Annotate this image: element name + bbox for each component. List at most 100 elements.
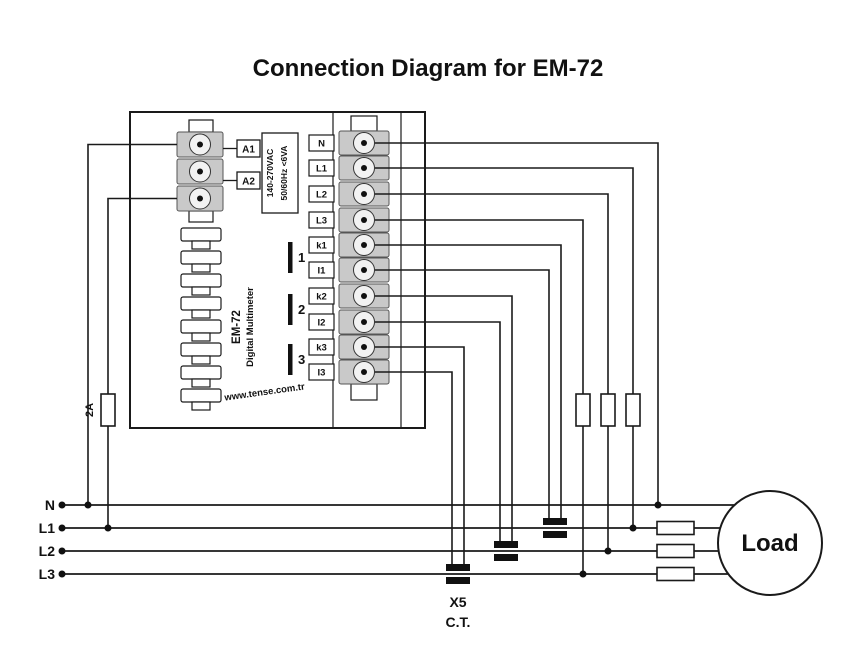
supply-terminal-block [176, 131, 224, 212]
ct-input-marks: 1 2 3 [288, 242, 305, 375]
junction-dot [604, 547, 612, 555]
a2-box [236, 171, 261, 190]
current-transformers [446, 518, 567, 584]
ct-l2-bar [494, 554, 518, 561]
aux-supply-labels: A1 A2 [223, 139, 261, 190]
terminal-label-l3: L3 [316, 216, 327, 227]
phase-label-l2: L2 [39, 543, 56, 559]
relay-terminal-stack [180, 227, 222, 411]
wire-k1 [375, 244, 562, 522]
tab [188, 119, 214, 133]
terminal-screw-dot [361, 217, 367, 223]
wire-supply-neutral [87, 143, 177, 505]
ct-l1-bar [543, 518, 567, 525]
relay-terminal [180, 388, 222, 403]
terminal-label-k1: k1 [316, 241, 327, 252]
phase-labels: N L1 L2 L3 [39, 497, 56, 582]
wire-n [375, 142, 659, 505]
relay-terminal [180, 250, 222, 265]
terminal-screw-dot [197, 195, 203, 202]
terminal-label-l2: L2 [316, 190, 327, 201]
spec-box [261, 132, 299, 214]
terminal-label-i2: I2 [318, 318, 326, 329]
ct-label: C.T. [446, 614, 471, 630]
terminal-label-k2: k2 [316, 292, 327, 303]
terminal-screw-dot [197, 168, 203, 175]
measuring-terminal-block [338, 130, 390, 385]
label-box [308, 236, 335, 254]
device-model-label: EM-72 [231, 310, 243, 344]
terminal-screw-dot [361, 267, 367, 273]
terminal-screw-dot [361, 140, 367, 146]
relay-terminal-tab [191, 309, 211, 319]
ct-input-number-1: 1 [298, 250, 305, 265]
label-box [308, 363, 335, 381]
terminal-label-k3: k3 [316, 343, 327, 354]
fuse-load-l2 [656, 543, 695, 559]
junction-dot [58, 570, 66, 578]
ct-l1-bar [543, 531, 567, 538]
label-box [308, 338, 335, 356]
supply-fuse-label: 2A [84, 403, 96, 417]
label-box [308, 287, 335, 305]
label-box [308, 211, 335, 229]
tab [350, 115, 378, 132]
relay-terminal-tab [191, 401, 211, 411]
junction-dot [629, 524, 637, 532]
relay-terminal-tab [191, 378, 211, 388]
relay-terminal [180, 227, 222, 242]
terminal-label-i3: I3 [318, 368, 326, 379]
terminal-label-l1: L1 [316, 164, 328, 175]
ct-l3-bar [446, 564, 470, 571]
load-label: Load [741, 530, 798, 557]
relay-terminal-tab [191, 286, 211, 296]
terminal-screw-dot [361, 242, 367, 248]
terminal-screw-dot [361, 369, 367, 375]
a1-box [236, 139, 261, 158]
tab [188, 210, 214, 223]
relay-terminal-tab [191, 355, 211, 365]
ct-ratio-label: X5 [449, 594, 466, 610]
power-spec-box: 140-270VAC 50/60Hz <6VA [261, 132, 299, 214]
relay-terminal [180, 296, 222, 311]
terminal-screw-dot [361, 165, 367, 171]
fuses [100, 393, 695, 582]
ct-l2-bar [494, 541, 518, 548]
wire-i3 [375, 371, 453, 568]
a2-label: A2 [242, 177, 255, 188]
ct-winding-bar [288, 294, 293, 325]
ct-l3-bar [446, 577, 470, 584]
fuse-l2-vertical [600, 393, 616, 427]
relay-terminal-tab [191, 263, 211, 273]
label-box [308, 185, 335, 203]
ct-winding-bar [288, 242, 293, 273]
load-symbol [717, 490, 823, 596]
fuse-l1-vertical [625, 393, 641, 427]
ct-winding-bar [288, 344, 293, 375]
junction-dot [58, 547, 66, 555]
bus-line-start-dots [58, 501, 66, 578]
wire-l3 [375, 219, 584, 574]
junction-dot [654, 501, 662, 509]
power-spec-line1: 140-270VAC [265, 149, 275, 198]
a1-label: A1 [242, 145, 255, 156]
wire-i2 [375, 321, 501, 545]
ct-input-number-3: 3 [298, 352, 305, 367]
ct-input-number-2: 2 [298, 302, 305, 317]
relay-terminal [180, 319, 222, 334]
supply-fuse [100, 393, 116, 427]
relay-terminal [180, 342, 222, 357]
relay-terminal-tab [191, 332, 211, 342]
terminal-label-boxes: N L1 L2 L3 k1 I1 k2 I2 k3 I3 [308, 134, 335, 381]
wire-k2 [375, 295, 513, 545]
device-type-label: Digital Multimeter [245, 287, 256, 367]
junction-dot [58, 501, 66, 509]
terminal-screw-dot [361, 319, 367, 325]
relay-terminal [180, 273, 222, 288]
relay-terminal-tab [191, 240, 211, 250]
diagram-title: Connection Diagram for EM-72 [253, 55, 604, 82]
fuse-load-l1 [656, 520, 695, 536]
terminal-screw-dot [361, 344, 367, 350]
